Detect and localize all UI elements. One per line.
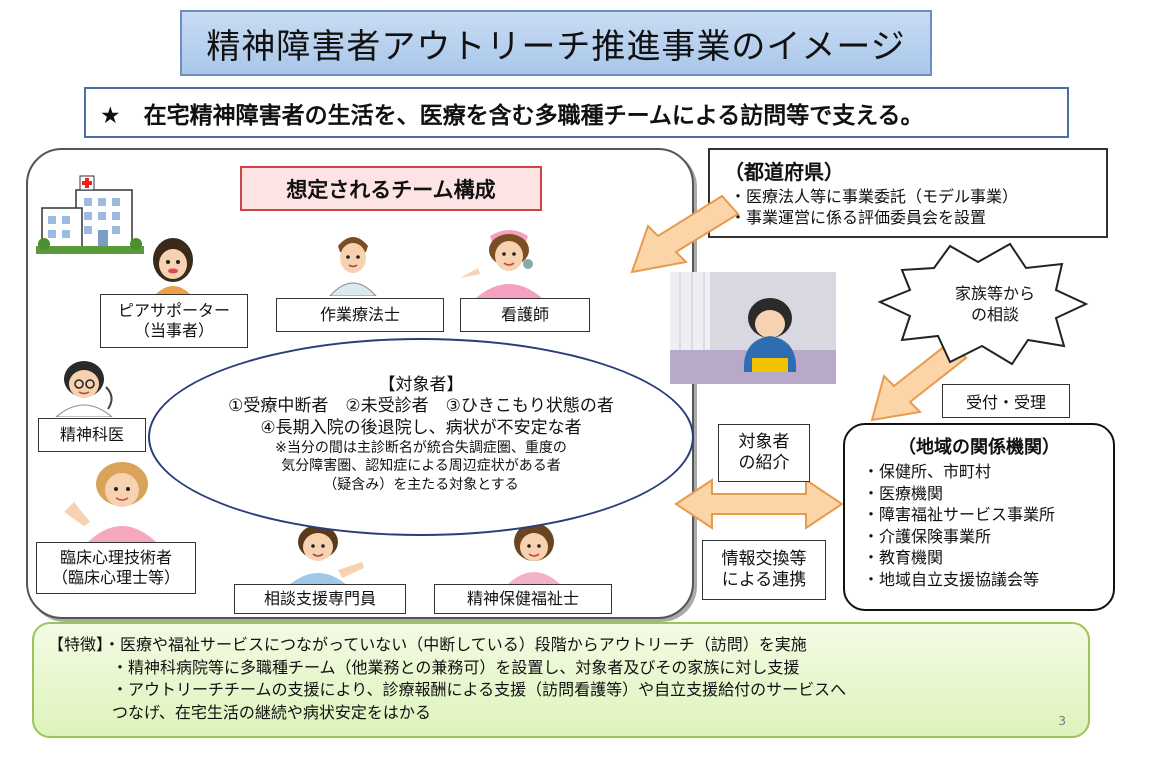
feature-line-4: つなげ、在宅生活の継続や病状安定をはかる [48, 703, 431, 723]
psychiatrist-person-icon [55, 361, 113, 417]
target-persons-ellipse: 【対象者】 ①受療中断者 ②未受診者 ③ひきこもり状態の者 ④長期入院の後退院し… [148, 338, 694, 536]
referral-line1: 対象者 [738, 431, 790, 452]
regional-item-4: ・介護保険事業所 [863, 526, 992, 546]
peer-supporter-person-icon [153, 238, 193, 296]
referral-line2: の紹介 [738, 453, 790, 473]
nurse-person-icon [460, 230, 542, 298]
role-consultation-specialist: 相談支援専門員 [234, 584, 406, 614]
prefecture-title: （都道府県） [724, 160, 844, 184]
team-heading: 想定されるチーム構成 [240, 166, 542, 211]
role-mental-health-social-worker: 精神保健福祉士 [434, 584, 612, 614]
consultation-specialist-person-icon [288, 525, 364, 586]
info-exchange-line2: による連携 [721, 570, 807, 590]
regional-item-5: ・教育機関 [863, 548, 944, 568]
regional-agencies-box: （地域の関係機関） ・保健所、市町村 ・医療機関 ・障害福祉サービス事業所 ・介… [843, 423, 1115, 611]
target-note-1: ※当分の間は主診断名が統合失調症圏、重度の [275, 440, 567, 457]
regional-item-3: ・障害福祉サービス事業所 [863, 505, 1056, 525]
withdrawn-person-illustration [670, 272, 836, 384]
referral-label: 対象者 の紹介 [718, 424, 810, 482]
regional-item-1: ・保健所、市町村 [863, 462, 992, 481]
info-exchange-line1: 情報交換等 [721, 548, 807, 569]
role-peer-supporter-line1: ピアサポーター [117, 301, 230, 320]
clinical-psychologist-person-icon [64, 462, 156, 542]
target-note-2: 気分障害圏、認知症による周辺症状がある者 [281, 458, 561, 475]
hospital-icon [36, 175, 144, 254]
feature-line-3: ・アウトリーチチームの支援により、診療報酬による支援（訪問看護等）や自立支援給付… [48, 680, 847, 700]
reception-label: 受付・受理 [942, 384, 1070, 418]
target-note-3: （疑含み）を主たる対象とする [323, 476, 519, 493]
info-exchange-label: 情報交換等 による連携 [702, 540, 826, 600]
prefecture-to-team-arrow [630, 194, 740, 274]
role-nurse: 看護師 [460, 298, 590, 332]
family-consult-burst [877, 242, 1089, 366]
feature-line-1: 【特徴】・医療や福祉サービスにつながっていない（中断している）段階からアウトリー… [48, 635, 807, 654]
target-line-1: ①受療中断者 ②未受診者 ③ひきこもり状態の者 [228, 396, 614, 416]
role-clinical-psychologist-line2: （臨床心理士等） [51, 568, 180, 587]
regional-item-2: ・医療機関 [863, 483, 944, 503]
occupational-therapist-person-icon [329, 237, 377, 296]
prefecture-item-2: ・事業運営に係る評価委員会を設置 [730, 207, 987, 227]
role-psychiatrist: 精神科医 [38, 418, 146, 452]
family-consult-text: 家族等から の相談 [920, 284, 1070, 326]
role-peer-supporter-line2: （当事者） [133, 321, 214, 340]
prefecture-item-1: ・医療法人等に事業委託（モデル事業） [730, 187, 1019, 206]
family-consult-line1: 家族等から [954, 284, 1035, 303]
role-clinical-psychologist: 臨床心理技術者 （臨床心理士等） [36, 542, 196, 594]
prefecture-box: （都道府県） ・医療法人等に事業委託（モデル事業） ・事業運営に係る評価委員会を… [708, 148, 1108, 238]
family-consult-line2: の相談 [970, 304, 1019, 324]
feature-line-2: ・精神科病院等に多職種チーム（他業務との兼務可）を設置し、対象者及びその家族に対… [48, 657, 800, 677]
regional-title: （地域の関係機関） [898, 437, 1060, 458]
target-line-2: ④長期入院の後退院し、病状が不安定な者 [260, 418, 582, 439]
page-number: 3 [1058, 714, 1066, 728]
regional-item-6: ・地域自立支援協議会等 [863, 569, 1040, 589]
role-occupational-therapist: 作業療法士 [276, 298, 444, 332]
role-clinical-psychologist-line1: 臨床心理技術者 [59, 548, 172, 567]
page-title: 精神障害者アウトリーチ推進事業のイメージ [180, 10, 932, 76]
mental-health-social-worker-person-icon [508, 523, 560, 584]
page-subtitle: ★ 在宅精神障害者の生活を、医療を含む多職種チームによる訪問等で支える。 [84, 87, 1069, 138]
features-box: 【特徴】・医療や福祉サービスにつながっていない（中断している）段階からアウトリー… [32, 622, 1090, 738]
team-regional-double-arrow [674, 478, 844, 530]
role-peer-supporter: ピアサポーター （当事者） [100, 294, 248, 348]
target-title: 【対象者】 [378, 375, 464, 395]
family-to-regional-arrow [870, 340, 968, 422]
